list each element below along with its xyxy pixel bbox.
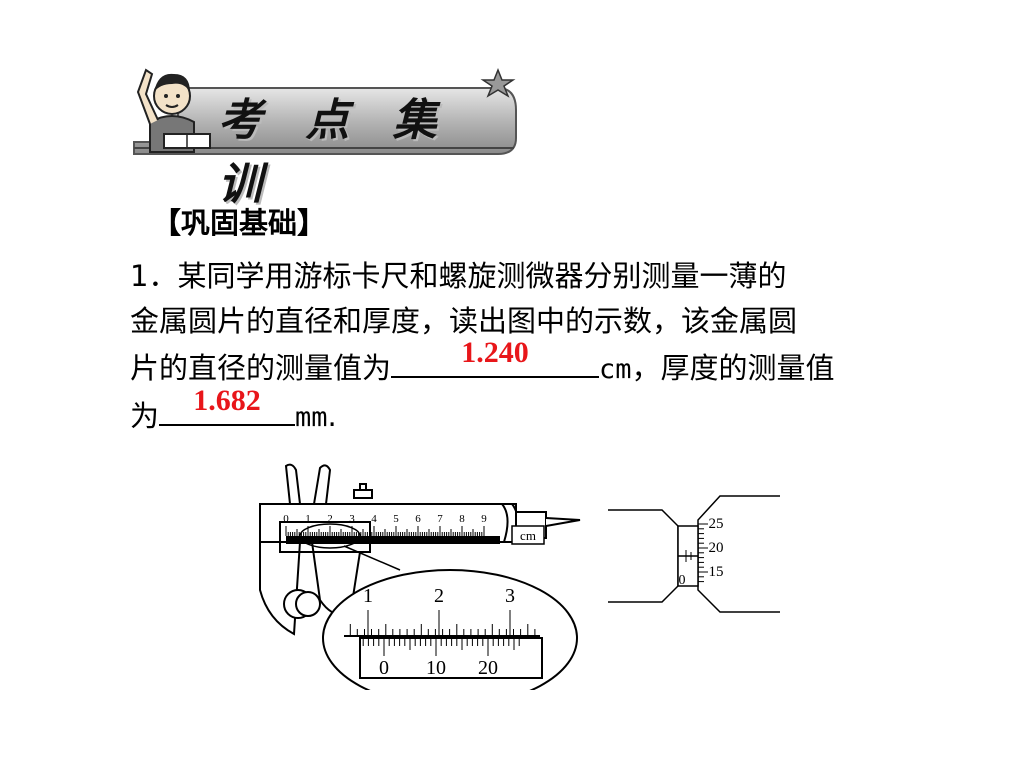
question-line-4-prefix: 为 [130, 399, 160, 433]
micrometer-thimble-labels: 25 20 15 [709, 516, 724, 580]
caliper-scale-label: 2 [327, 513, 333, 525]
caliper-unit-box: cm [511, 525, 545, 545]
caliper-scale-label: 4 [371, 513, 377, 525]
micrometer-thimble-ticks [685, 523, 708, 583]
measurement-figure: 0 1 2 3 4 5 6 7 8 9 cm 1 2 3 0 10 20 25 20 15 0 [259, 463, 780, 690]
caliper-main-scale-labels: 0 1 2 3 4 5 6 7 8 9 [283, 513, 487, 525]
caliper-scale-label: 5 [393, 513, 399, 525]
section-heading: 【巩固基础】 [152, 206, 327, 240]
caliper-scale-label: 0 [283, 513, 289, 525]
header-banner [128, 62, 520, 160]
banner-graphic [133, 67, 517, 155]
sparkle-star-icon [480, 67, 516, 98]
magnifier-connector-line [343, 545, 401, 571]
micrometer-drawing [608, 495, 780, 613]
answer-blank-diameter: 1.240 [391, 336, 600, 378]
header-title: 考 点 集 训 [218, 95, 451, 210]
caliper-scale-label: 3 [349, 513, 355, 525]
zoom-vernier-scale-ticks [362, 638, 520, 656]
caliper-scale-label: 1 [305, 513, 311, 525]
question-line-3-prefix: 片的直径的测量值为 [130, 351, 392, 385]
micrometer-thimble-label: 25 [709, 516, 724, 532]
answer-diameter: 1.240 [461, 336, 529, 369]
zoom-main-label: 2 [434, 585, 444, 607]
caliper-scale-label: 8 [459, 513, 465, 525]
question-line-4-suffix: . [327, 399, 337, 433]
micrometer-thimble-label: 20 [709, 540, 724, 556]
question-line-3: 片的直径的测量值为 1.240 cm，厚度的测量值 [130, 336, 930, 392]
question-line-3-suffix: ，厚度的测量值 [631, 351, 835, 385]
question-line-4: 为 1.682 mm. [130, 384, 930, 440]
caliper-main-scale-ticks [285, 526, 485, 536]
unit-cm: cm [599, 354, 632, 385]
student-illustration-icon [136, 68, 211, 153]
caliper-zoom-view: 1 2 3 0 10 20 [322, 569, 578, 690]
zoom-main-scale-labels: 1 2 3 [363, 585, 515, 607]
answer-blank-thickness: 1.682 [159, 384, 296, 426]
micrometer-sleeve-label: 0 [679, 573, 686, 588]
question-line-1: 1．某同学用游标卡尺和螺旋测微器分别测量一薄的 [130, 259, 787, 293]
question-line-2: 金属圆片的直径和厚度，读出图中的示数，该金属圆 [130, 304, 798, 338]
answer-thickness: 1.682 [193, 384, 261, 417]
caliper-scale-label: 9 [481, 513, 487, 525]
micrometer-thimble-label: 15 [709, 564, 724, 580]
caliper-scale-label: 7 [437, 513, 443, 525]
zoom-vernier-label: 10 [426, 657, 446, 679]
zoom-main-scale-ticks [349, 610, 536, 636]
zoom-vernier-scale-labels: 0 10 20 [379, 657, 498, 679]
caliper-scale-label: 6 [415, 513, 421, 525]
zoom-vernier-label: 20 [478, 657, 498, 679]
unit-mm: mm [295, 402, 328, 433]
caliper-unit-label: cm [520, 528, 536, 543]
zoom-main-label: 3 [505, 585, 515, 607]
question-text: 1．某同学用游标卡尺和螺旋测微器分别测量一薄的 金属圆片的直径和厚度，读出图中的… [130, 254, 930, 440]
zoom-main-label: 1 [363, 585, 373, 607]
zoom-vernier-label: 0 [379, 657, 389, 679]
magnifier-source-ellipse [299, 523, 361, 549]
